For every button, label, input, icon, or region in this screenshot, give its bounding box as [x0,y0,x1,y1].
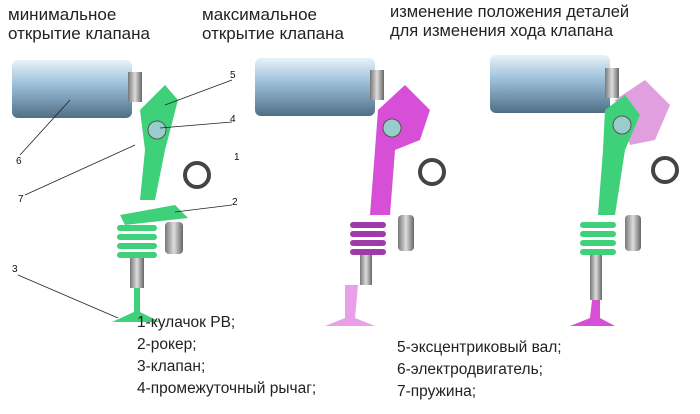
legend-item: 7-пружина; [397,383,477,400]
legend-right: 5-эксцентриковый вал; 6-электродвигатель… [397,337,562,403]
legend-left: 1-кулачок РВ; 2-рокер; 3-клапан; 4-проме… [137,312,316,400]
legend-item: 2-рокер; [137,336,197,353]
camshaft-cam [183,161,211,189]
header-max-opening: максимальное открытие клапана [202,5,344,43]
mechanism-min [12,60,233,322]
legend-item: 5-эксцентриковый вал; [397,339,562,356]
valve-spring [350,222,386,255]
legend-item: 6-электродвигатель; [397,361,543,378]
header-line: изменение положения деталей [390,3,630,21]
header-position-change: изменение положения деталей для изменени… [390,3,629,41]
header-line: для изменения хода клапана [390,22,614,40]
header-line: минимальное [8,5,117,24]
header-line: максимальное [202,5,317,24]
callout-4: 4 [230,114,236,125]
electric-motor [490,55,610,113]
camshaft-cam [418,158,446,186]
valve [325,285,375,326]
valve-spring [117,225,157,258]
callout-2: 2 [232,197,238,208]
legend-item: 3-клапан; [137,358,206,375]
legend-item: 4-промежуточный рычаг; [137,380,317,397]
header-min-opening: минимальное открытие клапана [8,5,150,43]
callout-6: 6 [16,156,22,167]
intermediate-lever [598,95,640,215]
legend-item: 1-кулачок РВ; [137,314,236,331]
callout-1: 1 [234,152,240,163]
mechanism-max [255,58,446,326]
electric-motor [12,60,132,118]
electric-motor [255,58,375,116]
header-line: открытие клапана [8,24,150,43]
intermediate-lever [370,85,430,215]
callout-7: 7 [18,194,24,205]
camshaft-cam [651,156,679,184]
mechanism-position-change [490,55,679,326]
valve [570,300,615,326]
callout-5: 5 [230,70,236,81]
valve [112,288,160,322]
valve-spring [580,222,616,255]
intermediate-lever [140,85,178,200]
callout-3: 3 [12,264,18,275]
rocker [120,205,188,225]
header-line: открытие клапана [202,24,344,43]
